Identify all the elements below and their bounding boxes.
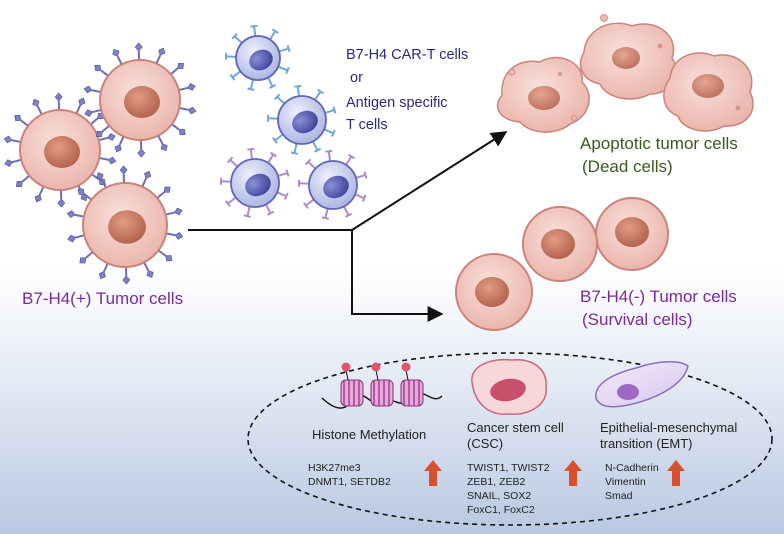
histone-title: Histone Methylation <box>312 427 427 442</box>
emt-cell-icon <box>595 361 689 408</box>
b7h4-receptor-icon <box>96 172 107 189</box>
b7h4-receptor-icon <box>122 266 131 285</box>
csc-marker-1: TWIST1, TWIST2 <box>467 462 550 474</box>
b7h4-receptor-icon <box>66 210 85 218</box>
b7h4-receptor-icon <box>137 139 146 158</box>
b7h4-receptor-icon <box>14 114 29 127</box>
b7h4-positive-tumor-cells <box>3 42 197 285</box>
b7h4-receptor-icon <box>99 156 117 165</box>
up-arrow-icon <box>424 460 442 486</box>
apoptotic-cell-icon <box>579 14 678 100</box>
histone-marker-2: DNMT1, SETDB2 <box>308 476 391 488</box>
b7h4-receptor-icon <box>4 158 22 167</box>
b7h4-receptor-icon <box>32 98 43 115</box>
apoptotic-label-line1: Apoptotic tumor cells <box>580 134 738 153</box>
apoptotic-cell-icon <box>497 56 590 133</box>
tumor-cell-icon <box>595 197 669 271</box>
csc-marker-3: SNAIL, SOX2 <box>467 490 532 502</box>
t-cell-icon <box>266 84 337 155</box>
csc-marker-2: ZEB1, ZEB2 <box>467 476 526 488</box>
apoptotic-cell-icon <box>663 52 754 132</box>
b7h4-receptor-icon <box>75 97 86 114</box>
tcell-label-line2: or <box>350 70 363 86</box>
apoptotic-tumor-cells <box>497 14 754 133</box>
b7h4-receptor-icon <box>84 108 102 117</box>
t-cells-group <box>219 24 368 220</box>
b7h4-receptor-icon <box>165 232 184 240</box>
up-arrow-icon <box>564 460 582 486</box>
flow-arrows <box>188 131 508 322</box>
b7h4-receptor-icon <box>83 85 101 94</box>
b7h4-receptor-icon <box>54 92 63 111</box>
emt-title-line2: transition (EMT) <box>600 436 693 451</box>
b7h4-receptor-icon <box>57 189 66 208</box>
b7h4-receptor-icon <box>141 170 152 188</box>
b7h4-receptor-icon <box>179 106 197 115</box>
b7h4-receptor-icon <box>157 135 168 152</box>
tumor-cell-icon <box>522 206 598 282</box>
b7h4-receptor-icon <box>79 251 94 264</box>
b7h4-receptor-icon <box>143 261 154 278</box>
arrow-to-apoptotic <box>351 131 508 231</box>
b7h4-receptor-icon <box>77 188 93 201</box>
b7h4-receptor-icon <box>98 262 109 280</box>
b7h4-receptor-icon <box>134 42 143 61</box>
positive-cells-label: B7-H4(+) Tumor cells <box>22 289 184 308</box>
b7h4-receptor-icon <box>170 62 185 76</box>
negative-label-line1: B7-H4(-) Tumor cells <box>580 287 737 306</box>
b7h4-receptor-icon <box>3 135 21 144</box>
emt-title-line1: Epithelial-mesenchymal <box>600 420 738 435</box>
b7h4-receptor-icon <box>95 124 110 138</box>
nucleosome-icon <box>370 362 394 407</box>
b7h4-receptor-icon <box>157 249 173 262</box>
tumor-cell-icon <box>66 165 184 285</box>
b7h4-receptor-icon <box>114 136 125 153</box>
tumor-cell-icon <box>3 92 117 208</box>
tumor-cell-icon <box>455 253 533 331</box>
tcell-label-line3: Antigen specific <box>346 95 448 111</box>
b7h4-negative-tumor-cells <box>455 197 669 331</box>
negative-label-line2: (Survival cells) <box>582 310 693 329</box>
b7h4-receptor-icon <box>94 64 109 77</box>
nucleosome-icon <box>340 362 364 407</box>
nucleosome-icon <box>400 362 424 407</box>
tumor-cell-icon <box>83 42 197 158</box>
emt-marker-2: Vimentin <box>605 476 646 488</box>
b7h4-receptor-icon <box>178 83 196 92</box>
up-arrow-icon <box>667 460 685 486</box>
mechanism-ellipse <box>247 352 773 526</box>
csc-marker-4: FoxC1, FoxC2 <box>467 504 535 516</box>
histone-marker-1: H3K27me3 <box>308 462 361 474</box>
t-cell-icon <box>224 24 291 91</box>
b7h4-receptor-icon <box>155 47 166 64</box>
emt-marker-3: Smad <box>605 490 633 502</box>
arrow-to-survival <box>351 230 444 322</box>
tcell-label-line4: T cells <box>346 117 388 133</box>
apoptotic-label-line2: (Dead cells) <box>582 157 673 176</box>
csc-cell-icon <box>471 358 547 415</box>
b7h4-receptor-icon <box>156 186 171 199</box>
tcell-label-line1: B7-H4 CAR-T cells <box>346 47 469 63</box>
csc-title-line2: (CSC) <box>467 436 504 451</box>
t-cell-icon <box>219 147 290 218</box>
emt-marker-1: N-Cadherin <box>605 462 659 474</box>
t-cell-icon <box>297 149 368 220</box>
b7h4-receptor-icon <box>171 123 186 136</box>
b7h4-receptor-icon <box>165 207 183 216</box>
csc-title-line1: Cancer stem cell <box>467 420 564 435</box>
b7h4-receptor-icon <box>112 48 123 65</box>
b7h4-receptor-icon <box>67 234 85 243</box>
b7h4-receptor-icon <box>90 112 105 126</box>
b7h4-receptor-icon <box>15 174 30 188</box>
b7h4-receptor-icon <box>34 186 45 203</box>
b7h4-receptor-icon <box>119 165 128 184</box>
histone-methylation-icon <box>321 362 443 409</box>
b7h4-receptor-icon <box>98 133 116 142</box>
